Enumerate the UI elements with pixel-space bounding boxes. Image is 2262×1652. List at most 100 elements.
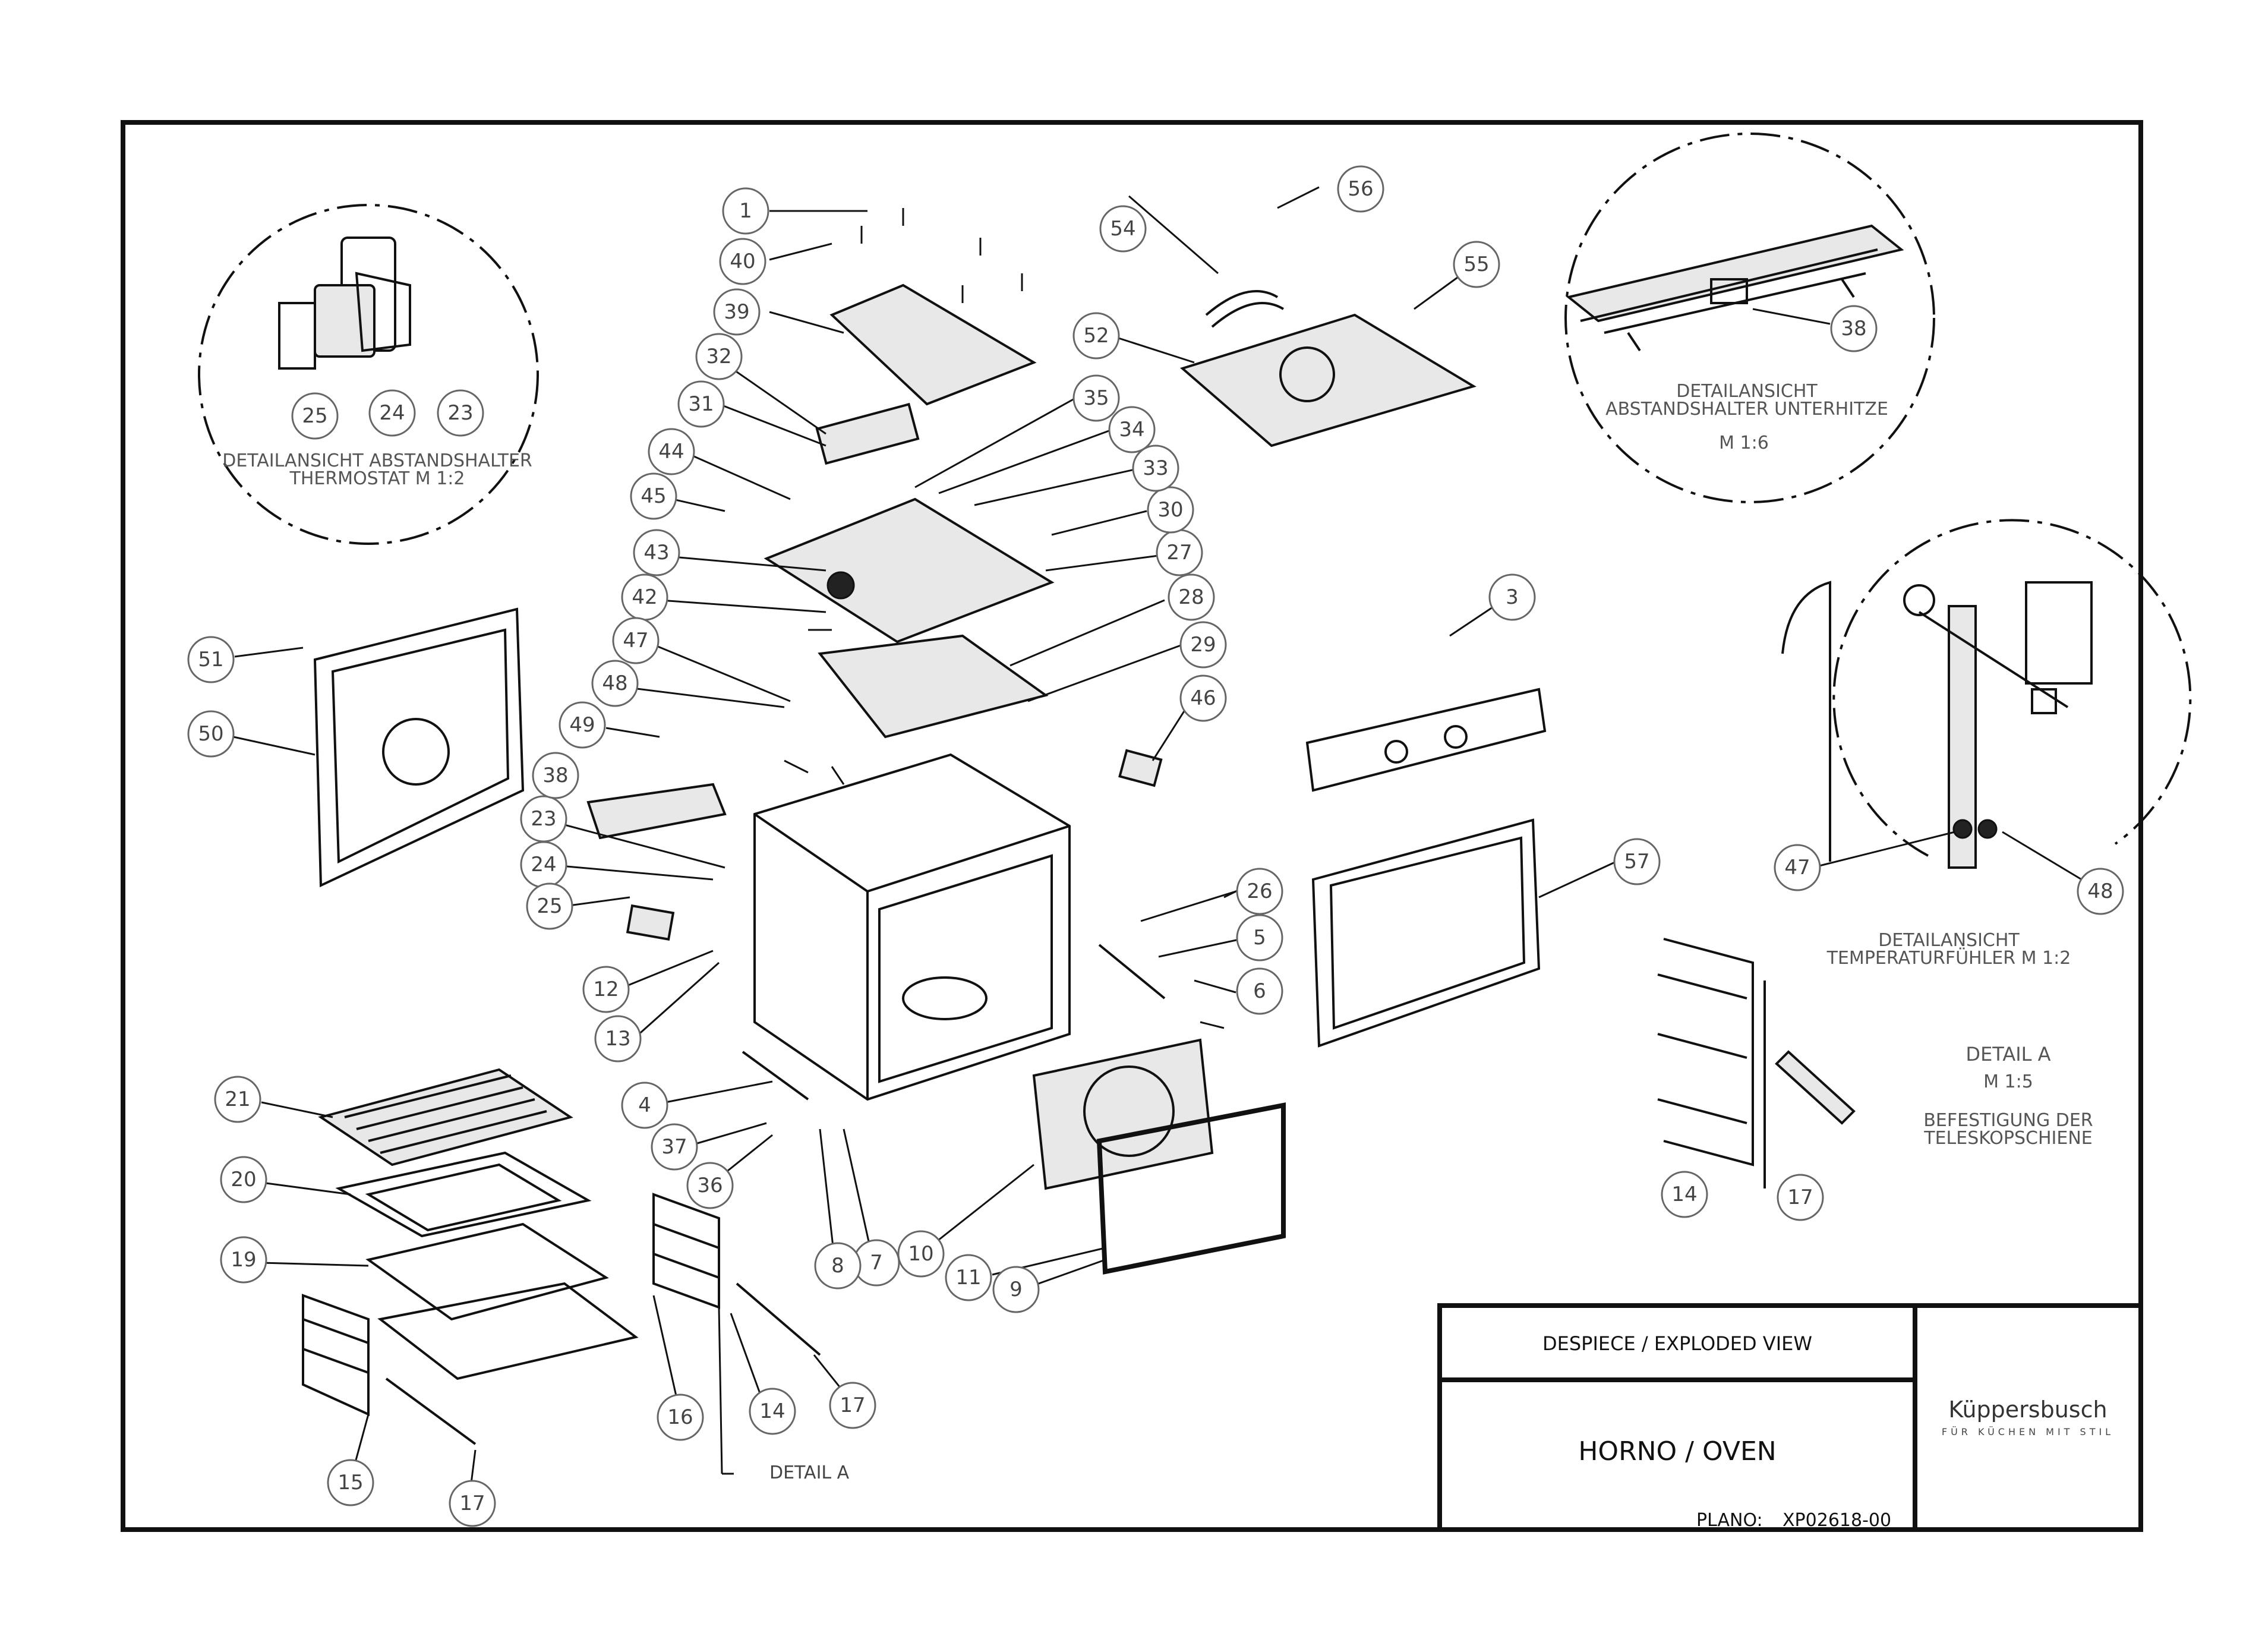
callout-50: 50 — [187, 710, 235, 758]
svg-text:20: 20 — [231, 1168, 256, 1191]
svg-text:4: 4 — [638, 1093, 651, 1117]
callout-15: 15 — [327, 1459, 374, 1506]
callout-23: 23 — [520, 795, 567, 843]
title-block-plan-number: XP02618-00 — [1783, 1510, 1891, 1531]
svg-text:3: 3 — [1506, 585, 1519, 609]
svg-text:38: 38 — [542, 764, 568, 787]
callout-26: 26 — [1236, 868, 1283, 915]
svg-text:31: 31 — [688, 392, 714, 416]
svg-text:16: 16 — [667, 1405, 693, 1429]
callout-5: 5 — [1236, 914, 1283, 961]
callout-48b: 48 — [2077, 868, 2124, 915]
detail-a-caption-2: TELESKOPSCHIENE — [1923, 1128, 2092, 1149]
callout-51: 51 — [187, 636, 235, 683]
svg-text:5: 5 — [1253, 926, 1266, 950]
svg-text:55: 55 — [1463, 253, 1489, 276]
callout-17: 17 — [829, 1382, 876, 1429]
callout-42: 42 — [621, 573, 668, 621]
unterhitze-detail-caption-2: ABSTANDSHALTER UNTERHITZE — [1605, 399, 1888, 420]
title-block-view-label: DESPIECE / EXPLODED VIEW — [1542, 1332, 1812, 1355]
callout-4: 4 — [621, 1082, 668, 1129]
callout-17b: 17 — [449, 1480, 496, 1527]
callout-34: 34 — [1108, 406, 1156, 453]
svg-text:17: 17 — [459, 1492, 485, 1515]
callout-55: 55 — [1453, 241, 1500, 288]
callout-19: 19 — [220, 1236, 267, 1284]
svg-text:46: 46 — [1190, 686, 1216, 710]
svg-text:26: 26 — [1247, 879, 1272, 903]
callout-56: 56 — [1337, 165, 1384, 213]
svg-text:21: 21 — [225, 1087, 250, 1111]
svg-text:14: 14 — [1671, 1183, 1697, 1206]
svg-text:40: 40 — [730, 250, 755, 273]
svg-text:27: 27 — [1166, 541, 1192, 565]
svg-text:54: 54 — [1110, 217, 1135, 241]
callout-13: 13 — [594, 1015, 642, 1063]
svg-text:25: 25 — [302, 404, 327, 428]
svg-text:52: 52 — [1083, 324, 1109, 348]
callout-37: 37 — [651, 1123, 698, 1171]
detail-thermostat-spacer: DETAILANSICHT ABSTANDSHALTER THERMOSTAT … — [198, 204, 539, 545]
detail-a-pointer-label: DETAIL A — [769, 1462, 850, 1483]
svg-text:11: 11 — [955, 1266, 981, 1290]
oven-parts — [302, 208, 1547, 1445]
callout-54: 54 — [1099, 205, 1147, 253]
svg-text:24: 24 — [379, 401, 405, 425]
svg-text:44: 44 — [658, 440, 684, 464]
callout-24: 24 — [520, 841, 567, 888]
svg-text:39: 39 — [724, 300, 749, 324]
svg-text:45: 45 — [641, 484, 666, 508]
callout-leaders — [219, 186, 2092, 1498]
callout-28: 28 — [1168, 573, 1215, 621]
svg-text:42: 42 — [632, 585, 657, 609]
callout-6: 6 — [1236, 967, 1283, 1015]
callout-32: 32 — [695, 333, 743, 380]
svg-text:47: 47 — [1784, 856, 1810, 879]
brand-tagline: FÜR KÜCHEN MIT STIL — [1942, 1426, 2114, 1437]
svg-text:23: 23 — [447, 401, 473, 425]
svg-text:57: 57 — [1624, 850, 1649, 874]
svg-text:29: 29 — [1190, 633, 1216, 657]
svg-text:10: 10 — [908, 1242, 933, 1266]
callout-45: 45 — [630, 472, 677, 520]
callout-27: 27 — [1156, 529, 1203, 576]
callout-46: 46 — [1179, 674, 1227, 722]
unterhitze-detail-caption-1: DETAILANSICHT — [1676, 381, 1818, 402]
callout-10: 10 — [897, 1230, 945, 1278]
svg-text:7: 7 — [870, 1251, 883, 1275]
svg-text:17: 17 — [840, 1394, 865, 1417]
svg-text:38: 38 — [1841, 317, 1866, 341]
detail-a-telescopic-rail: DETAIL A M 1:5 BEFESTIGUNG DER TELESKOPS… — [1657, 938, 2093, 1188]
svg-text:14: 14 — [759, 1399, 785, 1423]
svg-text:25: 25 — [537, 894, 562, 918]
svg-text:15: 15 — [337, 1471, 363, 1495]
callout-24b: 24 — [368, 389, 416, 437]
svg-text:32: 32 — [706, 345, 731, 368]
detail-a-title: DETAIL A — [1966, 1043, 2050, 1065]
callout-25: 25 — [526, 882, 573, 930]
title-block-plan-label: PLANO: — [1696, 1510, 1763, 1531]
callout-40: 40 — [719, 238, 766, 285]
detail-a-scale: M 1:5 — [1983, 1071, 2033, 1092]
svg-text:23: 23 — [531, 807, 556, 831]
title-block: DESPIECE / EXPLODED VIEW HORNO / OVEN PL… — [1437, 1303, 2143, 1532]
svg-text:56: 56 — [1348, 177, 1373, 201]
callout-33: 33 — [1132, 444, 1179, 492]
svg-text:51: 51 — [198, 648, 223, 671]
callout-11: 11 — [945, 1254, 992, 1301]
svg-text:36: 36 — [697, 1174, 723, 1197]
svg-text:19: 19 — [231, 1248, 256, 1272]
detail-lower-heater-spacer: DETAILANSICHT ABSTANDSHALTER UNTERHITZE … — [1564, 133, 1935, 503]
svg-text:43: 43 — [643, 541, 669, 565]
detail-temperature-sensor: DETAILANSICHT TEMPERATURFÜHLER M 1:2 — [1781, 519, 2192, 969]
title-block-product: HORNO / OVEN — [1578, 1436, 1776, 1467]
fuehler-detail-caption-1: DETAILANSICHT — [1878, 930, 2020, 951]
drawing-frame — [121, 120, 2143, 1532]
callout-49: 49 — [559, 701, 606, 749]
svg-text:49: 49 — [569, 713, 595, 737]
callout-30: 30 — [1147, 486, 1194, 534]
svg-text:35: 35 — [1083, 386, 1109, 410]
svg-text:28: 28 — [1178, 585, 1204, 609]
callout-35: 35 — [1072, 374, 1120, 422]
